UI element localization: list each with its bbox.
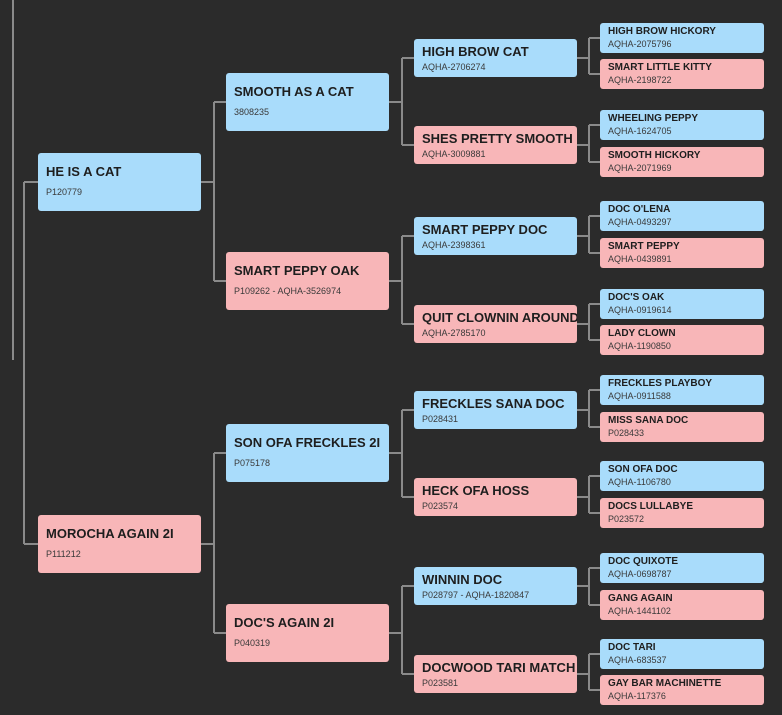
- horse-name: DOC QUIXOTE: [608, 556, 679, 567]
- registration-number: P120779: [46, 187, 83, 197]
- registration-number: AQHA-0493297: [608, 217, 672, 227]
- horse-node-smart-peppy[interactable]: SMART PEPPY AQHA-0439891: [600, 238, 764, 268]
- horse-node-smart-peppy-doc[interactable]: SMART PEPPY DOC AQHA-2398361: [414, 217, 577, 255]
- horse-name: LADY CLOWN: [608, 328, 676, 339]
- horse-name: SON OFA FRECKLES 2I: [234, 435, 381, 450]
- horse-name: FRECKLES PLAYBOY: [608, 378, 713, 389]
- registration-number: AQHA-2785170: [422, 328, 486, 338]
- horse-name: DOC'S OAK: [608, 292, 665, 303]
- horse-node-doc-o-lena[interactable]: DOC O'LENA AQHA-0493297: [600, 201, 764, 231]
- horse-name: MISS SANA DOC: [608, 415, 689, 426]
- horse-node-freckles-sana-doc[interactable]: FRECKLES SANA DOC P028431: [414, 391, 577, 429]
- registration-number: AQHA-2706274: [422, 62, 486, 72]
- horse-name: SON OFA DOC: [608, 464, 678, 475]
- registration-number: AQHA-2071969: [608, 163, 672, 173]
- horse-node-doc-quixote[interactable]: DOC QUIXOTE AQHA-0698787: [600, 553, 764, 583]
- horse-name: GANG AGAIN: [608, 593, 673, 604]
- registration-number: P028797 - AQHA-1820847: [422, 590, 530, 600]
- horse-node-he-is-a-cat[interactable]: HE IS A CAT P120779: [38, 153, 201, 211]
- horse-node-wheeling-peppy[interactable]: WHEELING PEPPY AQHA-1624705: [600, 110, 764, 140]
- horse-node-smooth-as-a-cat[interactable]: SMOOTH AS A CAT 3808235: [226, 73, 389, 131]
- registration-number: AQHA-0911588: [608, 391, 671, 401]
- horse-name: SHES PRETTY SMOOTH: [422, 131, 573, 146]
- horse-name: DOCS LULLABYE: [608, 501, 693, 512]
- horse-node-winnin-doc[interactable]: WINNIN DOC P028797 - AQHA-1820847: [414, 567, 577, 605]
- registration-number: AQHA-117376: [608, 691, 666, 701]
- horse-node-miss-sana-doc[interactable]: MISS SANA DOC P028433: [600, 412, 764, 442]
- horse-node-doc-s-again-2i[interactable]: DOC'S AGAIN 2I P040319: [226, 604, 389, 662]
- horse-node-high-brow-hickory[interactable]: HIGH BROW HICKORY AQHA-2075796: [600, 23, 764, 53]
- registration-number: P023581: [422, 678, 459, 688]
- horse-name: WHEELING PEPPY: [608, 113, 699, 124]
- horse-node-docwood-tari-match[interactable]: DOCWOOD TARI MATCH P023581: [414, 655, 577, 693]
- horse-name: SMART PEPPY OAK: [234, 263, 360, 278]
- registration-number: AQHA-0439891: [608, 254, 672, 264]
- horse-name: GAY BAR MACHINETTE: [608, 678, 722, 689]
- horse-node-gang-again[interactable]: GANG AGAIN AQHA-1441102: [600, 590, 764, 620]
- horse-name: MOROCHA AGAIN 2I: [46, 526, 174, 541]
- horse-name: DOC'S AGAIN 2I: [234, 615, 335, 630]
- horse-name: SMOOTH AS A CAT: [234, 84, 354, 99]
- horse-name: QUIT CLOWNIN AROUND: [422, 310, 577, 325]
- horse-node-doc-tari[interactable]: DOC TARI AQHA-683537: [600, 639, 764, 669]
- registration-number: P028433: [608, 428, 645, 438]
- horse-name: HE IS A CAT: [46, 164, 122, 179]
- horse-node-smart-little-kitty[interactable]: SMART LITTLE KITTY AQHA-2198722: [600, 59, 764, 89]
- registration-number: AQHA-2398361: [422, 240, 486, 250]
- horse-name: HIGH BROW CAT: [422, 44, 529, 59]
- horse-name: DOC TARI: [608, 642, 656, 653]
- horse-node-docs-lullabye[interactable]: DOCS LULLABYE P023572: [600, 498, 764, 528]
- registration-number: AQHA-1441102: [608, 606, 671, 616]
- horse-node-freckles-playboy[interactable]: FRECKLES PLAYBOY AQHA-0911588: [600, 375, 764, 405]
- registration-number: AQHA-2075796: [608, 39, 672, 49]
- horse-name: SMOOTH HICKORY: [608, 150, 701, 161]
- registration-number: AQHA-1190850: [608, 341, 671, 351]
- registration-number: AQHA-0919614: [608, 305, 672, 315]
- registration-number: AQHA-683537: [608, 655, 667, 665]
- registration-number: P111212: [46, 549, 81, 559]
- horse-node-heck-ofa-hoss[interactable]: HECK OFA HOSS P023574: [414, 478, 577, 516]
- horse-node-smart-peppy-oak[interactable]: SMART PEPPY OAK P109262 - AQHA-3526974: [226, 252, 389, 310]
- registration-number: P023572: [608, 514, 645, 524]
- registration-number: AQHA-1106780: [608, 477, 671, 487]
- registration-number: P028431: [422, 414, 459, 424]
- horse-node-lady-clown[interactable]: LADY CLOWN AQHA-1190850: [600, 325, 764, 355]
- horse-node-gay-bar-machinette[interactable]: GAY BAR MACHINETTE AQHA-117376: [600, 675, 764, 705]
- registration-number: AQHA-0698787: [608, 569, 672, 579]
- registration-number: AQHA-2198722: [608, 75, 672, 85]
- registration-number: P023574: [422, 501, 459, 511]
- horse-node-shes-pretty-smooth[interactable]: SHES PRETTY SMOOTH AQHA-3009881: [414, 126, 577, 164]
- horse-name: SMART PEPPY DOC: [422, 222, 548, 237]
- horse-node-high-brow-cat[interactable]: HIGH BROW CAT AQHA-2706274: [414, 39, 577, 77]
- horse-name: SMART PEPPY: [608, 241, 680, 252]
- horse-node-smooth-hickory[interactable]: SMOOTH HICKORY AQHA-2071969: [600, 147, 764, 177]
- horse-node-son-ofa-freckles-2i[interactable]: SON OFA FRECKLES 2I P075178: [226, 424, 389, 482]
- registration-number: AQHA-3009881: [422, 149, 486, 159]
- horse-name: HECK OFA HOSS: [422, 483, 530, 498]
- registration-number: P040319: [234, 638, 271, 648]
- registration-number: 3808235: [234, 107, 270, 117]
- horse-node-quit-clownin-around[interactable]: QUIT CLOWNIN AROUND AQHA-2785170: [414, 305, 577, 343]
- registration-number: AQHA-1624705: [608, 126, 672, 136]
- horse-name: SMART LITTLE KITTY: [608, 62, 712, 73]
- horse-node-doc-s-oak[interactable]: DOC'S OAK AQHA-0919614: [600, 289, 764, 319]
- horse-name: DOC O'LENA: [608, 204, 671, 215]
- registration-number: P109262 - AQHA-3526974: [234, 286, 342, 296]
- horse-name: WINNIN DOC: [422, 572, 503, 587]
- horse-name: FRECKLES SANA DOC: [422, 396, 565, 411]
- registration-number: P075178: [234, 458, 271, 468]
- horse-name: DOCWOOD TARI MATCH: [422, 660, 576, 675]
- horse-node-morocha-again-2i[interactable]: MOROCHA AGAIN 2I P111212: [38, 515, 201, 573]
- horse-name: HIGH BROW HICKORY: [608, 26, 716, 37]
- horse-node-son-ofa-doc[interactable]: SON OFA DOC AQHA-1106780: [600, 461, 764, 491]
